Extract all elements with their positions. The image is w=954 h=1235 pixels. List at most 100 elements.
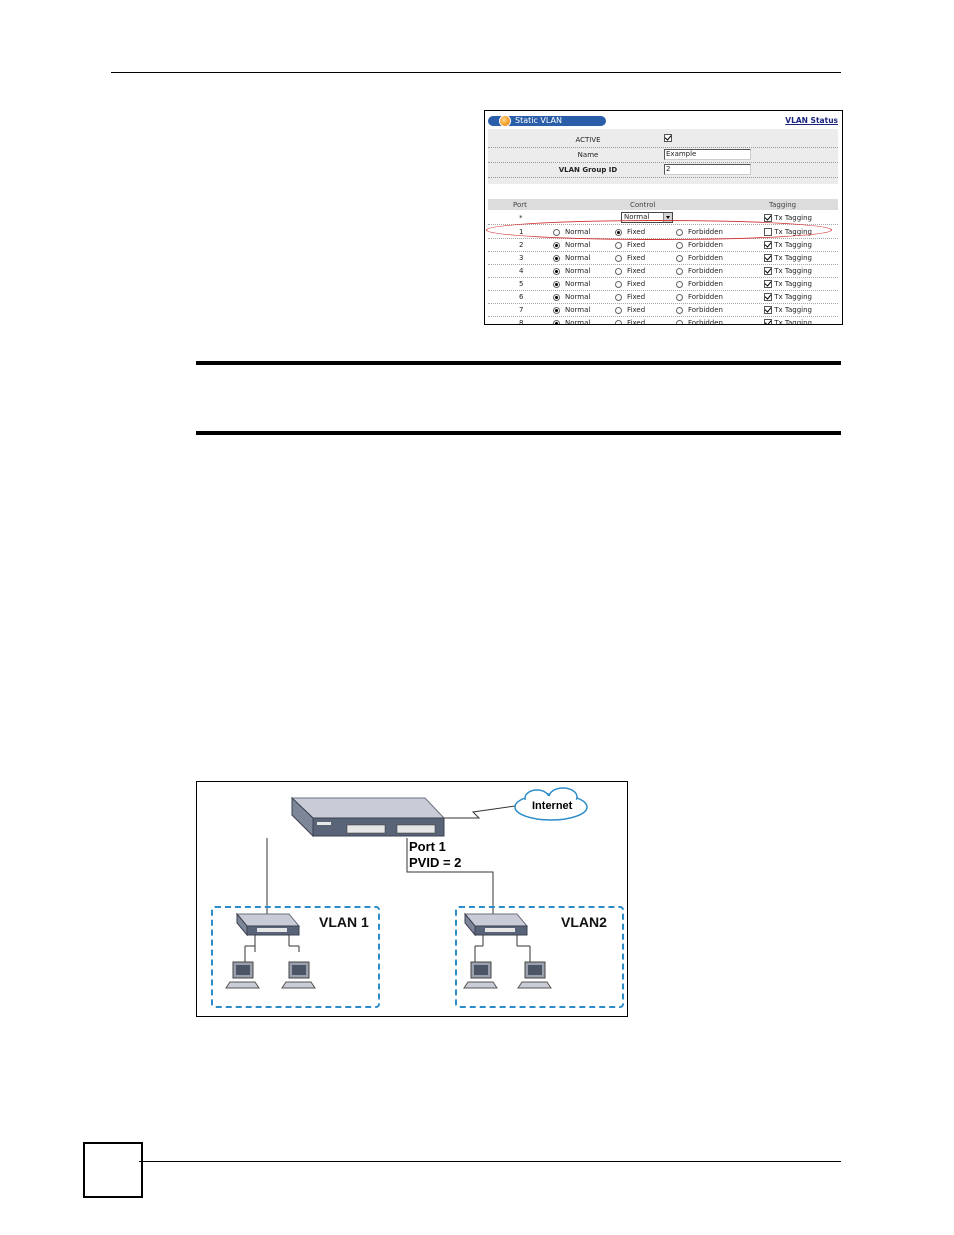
- radio-fixed[interactable]: Fixed: [615, 280, 645, 288]
- radio-icon[interactable]: [553, 241, 560, 249]
- radio-forbidden[interactable]: Forbidden: [676, 241, 723, 249]
- internet-cloud-icon: [514, 787, 588, 821]
- checkbox-checked-icon[interactable]: [664, 134, 672, 142]
- pvid-label: PVID = 2: [409, 855, 462, 870]
- port-cell: *: [519, 214, 523, 222]
- radio-normal[interactable]: Normal: [553, 280, 590, 288]
- tagging-label: Tx Tagging: [774, 306, 812, 314]
- radio-icon[interactable]: [676, 319, 683, 324]
- radio-icon[interactable]: [553, 306, 560, 314]
- port-row: 7 Normal Fixed Forbidden Tx Tagging: [488, 303, 838, 317]
- radio-label: Forbidden: [688, 306, 723, 314]
- radio-label: Fixed: [627, 319, 646, 325]
- radio-icon[interactable]: [676, 306, 683, 314]
- tagging-cell[interactable]: Tx Tagging: [764, 254, 812, 262]
- name-input[interactable]: Example: [664, 149, 751, 160]
- vlan-network-diagram: Internet Port 1 PVID = 2 VLAN 1 VLAN2: [196, 781, 628, 1017]
- radio-normal[interactable]: Normal: [553, 241, 590, 249]
- tagging-cell[interactable]: Tx Tagging: [764, 280, 812, 288]
- radio-label: Normal: [565, 293, 591, 301]
- active-checkbox[interactable]: [664, 134, 672, 142]
- radio-normal[interactable]: Normal: [553, 319, 591, 325]
- port-cell: 2: [519, 241, 524, 249]
- col-control: Control: [630, 201, 656, 209]
- tagging-cell[interactable]: Tx Tagging: [764, 241, 812, 249]
- checkbox-checked-icon[interactable]: [764, 254, 772, 262]
- port-cell: 7: [519, 306, 524, 314]
- static-vlan-screenshot: Static VLAN VLAN Status ACTIVE Name Exam…: [484, 110, 843, 325]
- tagging-cell[interactable]: Tx Tagging: [764, 214, 812, 222]
- radio-label: Fixed: [627, 306, 646, 314]
- main-switch-icon: [290, 796, 446, 838]
- form-background: [488, 129, 838, 184]
- radio-icon[interactable]: [553, 254, 560, 262]
- radio-icon[interactable]: [553, 267, 560, 275]
- checkbox-checked-icon[interactable]: [764, 214, 772, 222]
- radio-fixed[interactable]: Fixed: [615, 319, 646, 325]
- radio-normal[interactable]: Normal: [553, 267, 590, 275]
- radio-fixed[interactable]: Fixed: [615, 306, 645, 314]
- page-number-box: [83, 1142, 143, 1198]
- radio-label: Normal: [565, 319, 591, 325]
- radio-forbidden[interactable]: Forbidden: [676, 267, 723, 275]
- tagging-label: Tx Tagging: [774, 214, 812, 222]
- radio-icon[interactable]: [615, 254, 622, 262]
- chevron-down-icon[interactable]: [663, 213, 672, 222]
- radio-fixed[interactable]: Fixed: [615, 293, 645, 301]
- tagging-cell[interactable]: Tx Tagging: [764, 267, 812, 275]
- checkbox-checked-icon[interactable]: [764, 267, 772, 275]
- radio-normal[interactable]: Normal: [553, 306, 590, 314]
- radio-icon[interactable]: [615, 267, 622, 275]
- group-id-label: VLAN Group ID: [558, 166, 618, 174]
- checkbox-checked-icon[interactable]: [764, 280, 772, 288]
- checkbox-checked-icon[interactable]: [764, 241, 772, 249]
- vlan-status-link[interactable]: VLAN Status: [785, 116, 838, 125]
- radio-icon[interactable]: [615, 293, 622, 301]
- tagging-cell[interactable]: Tx Tagging: [764, 306, 812, 314]
- radio-icon[interactable]: [553, 280, 560, 288]
- radio-icon[interactable]: [676, 254, 683, 262]
- tagging-cell[interactable]: Tx Tagging: [764, 319, 812, 324]
- radio-label: Forbidden: [688, 241, 723, 249]
- radio-normal[interactable]: Normal: [553, 254, 590, 262]
- group-id-input[interactable]: 2: [664, 164, 751, 175]
- pc-icon: [225, 961, 260, 989]
- vlan1-label: VLAN 1: [319, 914, 369, 930]
- radio-icon[interactable]: [615, 280, 622, 288]
- cable-vlan2: [406, 838, 494, 914]
- checkbox-checked-icon[interactable]: [764, 306, 772, 314]
- radio-forbidden[interactable]: Forbidden: [676, 293, 723, 301]
- tagging-label: Tx Tagging: [774, 280, 812, 288]
- radio-forbidden[interactable]: Forbidden: [676, 306, 723, 314]
- radio-icon[interactable]: [615, 306, 622, 314]
- tagging-label: Tx Tagging: [774, 293, 812, 301]
- radio-normal[interactable]: Normal: [553, 293, 590, 301]
- tagging-label: Tx Tagging: [774, 254, 812, 262]
- radio-icon[interactable]: [615, 241, 622, 249]
- radio-label: Normal: [565, 241, 591, 249]
- radio-icon[interactable]: [676, 280, 683, 288]
- radio-icon[interactable]: [553, 293, 560, 301]
- radio-icon[interactable]: [676, 267, 683, 275]
- radio-fixed[interactable]: Fixed: [615, 254, 645, 262]
- tagging-cell[interactable]: Tx Tagging: [764, 293, 812, 301]
- port-label: Port 1: [409, 839, 446, 854]
- radio-icon[interactable]: [615, 319, 622, 324]
- radio-forbidden[interactable]: Forbidden: [676, 254, 723, 262]
- table-header: Port Control Tagging: [488, 199, 838, 210]
- radio-fixed[interactable]: Fixed: [615, 267, 645, 275]
- checkbox-checked-icon[interactable]: [764, 319, 772, 324]
- radio-icon[interactable]: [553, 319, 560, 324]
- radio-icon[interactable]: [676, 293, 683, 301]
- radio-fixed[interactable]: Fixed: [615, 241, 645, 249]
- vlan2-label: VLAN2: [561, 914, 607, 930]
- radio-icon[interactable]: [676, 241, 683, 249]
- radio-forbidden[interactable]: Forbidden: [676, 280, 723, 288]
- radio-forbidden[interactable]: Forbidden: [676, 319, 723, 324]
- radio-label: Forbidden: [688, 254, 723, 262]
- vlan1-group: [211, 906, 380, 1008]
- checkbox-checked-icon[interactable]: [764, 293, 772, 301]
- radio-label: Forbidden: [688, 267, 723, 275]
